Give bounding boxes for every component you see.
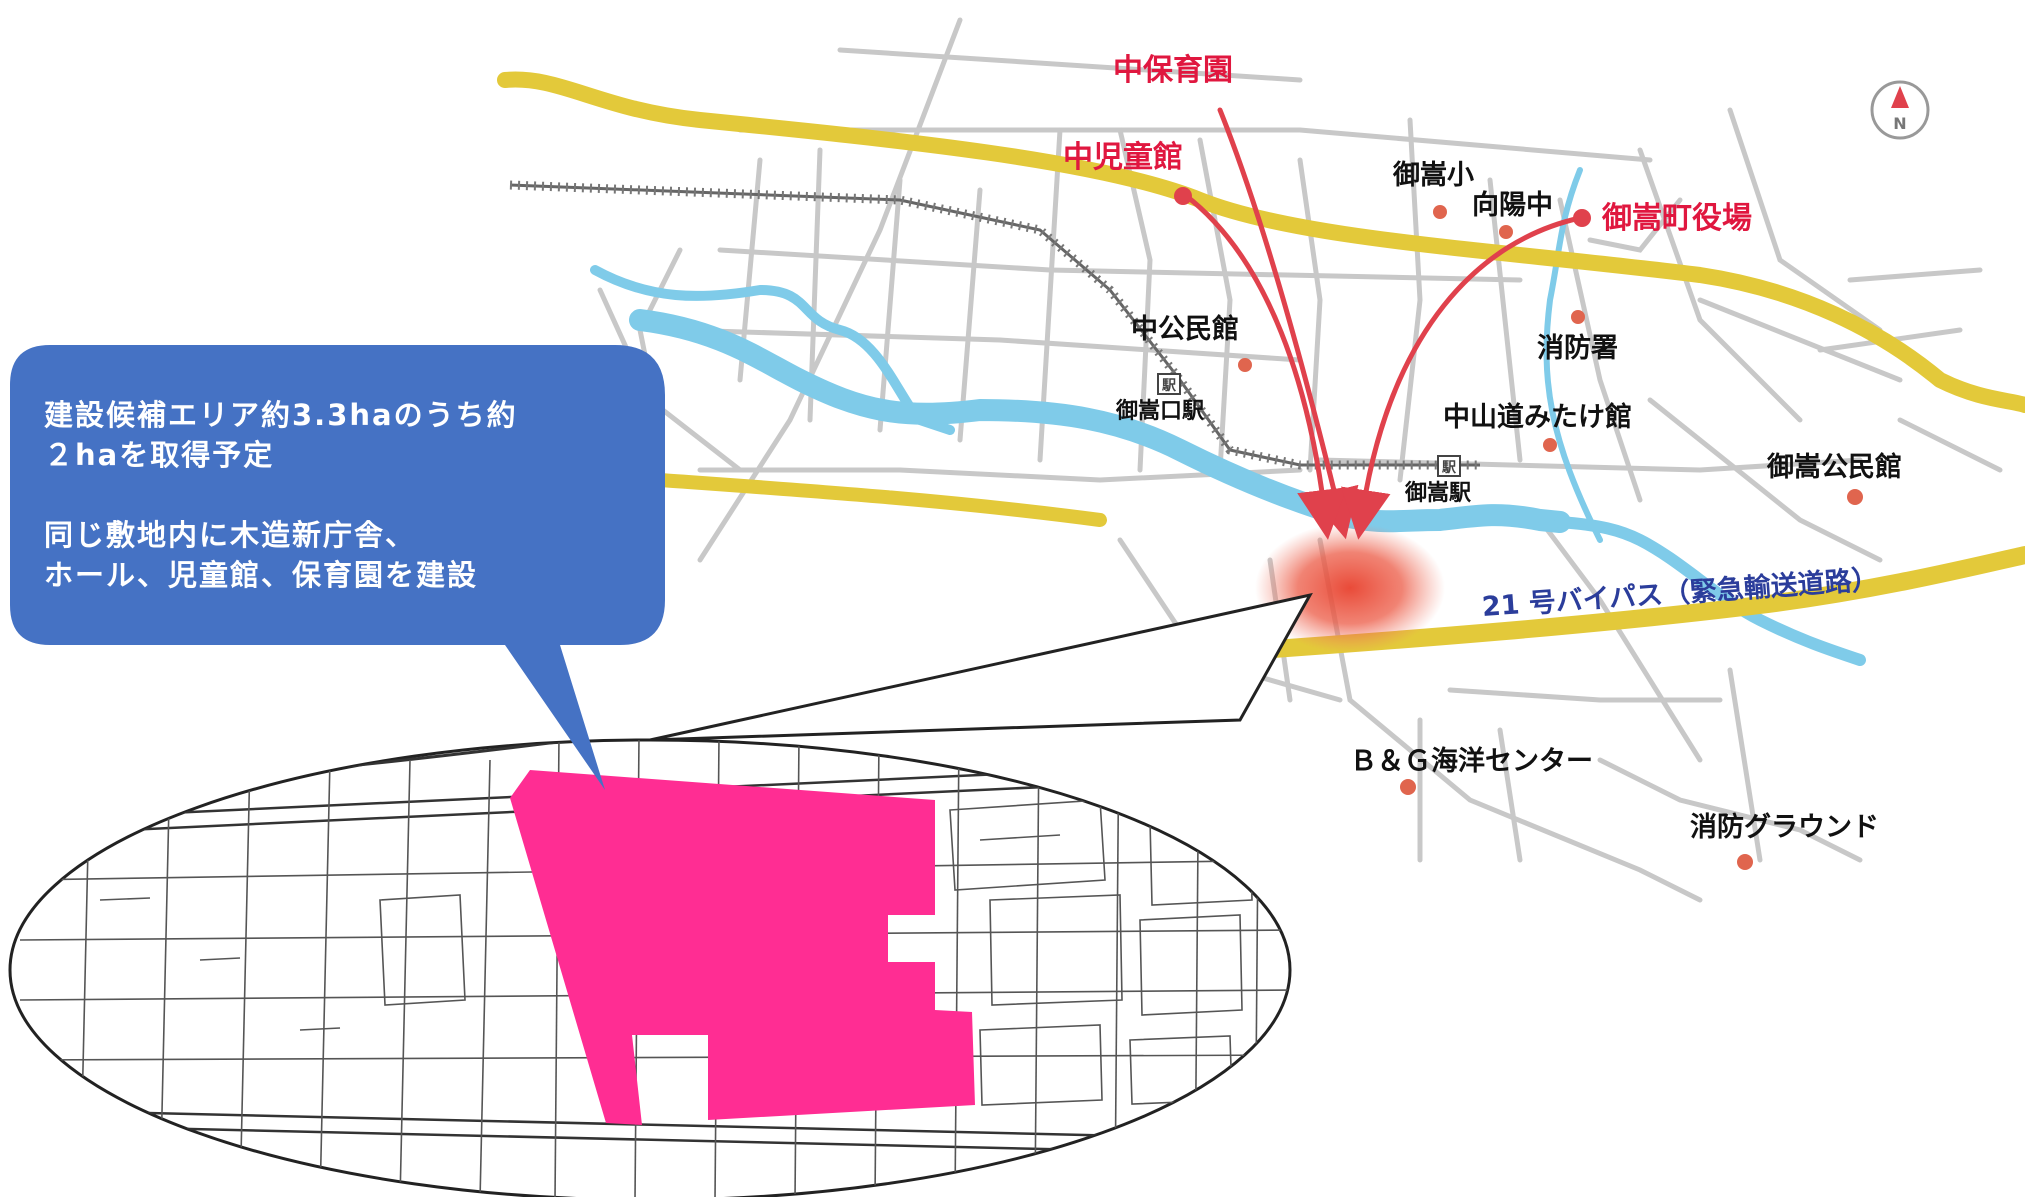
callout-text: 建設候補エリア約3.3haのうち約 ２haを取得予定 同じ敷地内に木造新庁舎、 … <box>44 395 644 595</box>
label-town-office: 御嵩町役場 <box>1602 201 1752 236</box>
poi-dot-bg-center <box>1400 779 1416 795</box>
station-icon-mitake: 駅 <box>1437 455 1461 477</box>
label-naka-community-hall: 中公民館 <box>1131 314 1239 345</box>
callout-paragraph-2: 同じ敷地内に木造新庁舎、 ホール、児童館、保育園を建設 <box>44 515 644 595</box>
callout-paragraph-1: 建設候補エリア約3.3haのうち約 ２haを取得予定 <box>44 395 644 475</box>
callout-line-3: 同じ敷地内に木造新庁舎、 <box>44 518 417 552</box>
north-arrow-icon: N <box>1870 80 1930 140</box>
label-nakasendo-mitake-hall: 中山道みたけ館 <box>1443 402 1632 433</box>
label-childrens-hall: 中児童館 <box>1063 140 1183 175</box>
svg-text:N: N <box>1893 114 1906 133</box>
label-bg-marine-center: Ｂ＆Ｇ海洋センター <box>1350 746 1593 777</box>
arrow-from-childrens-hall <box>1182 192 1347 540</box>
poi-dot-nakasendo-hall <box>1543 438 1557 452</box>
relocation-arrows <box>1182 107 1583 540</box>
callout-line-2: ２haを取得予定 <box>44 438 275 472</box>
poi-dot-mitake-community-hall <box>1847 489 1863 505</box>
label-mitake-station: 御嵩駅 <box>1405 481 1472 506</box>
label-nursery: 中保育園 <box>1113 53 1233 88</box>
rail-line <box>509 180 1480 470</box>
label-koyo-junior-high: 向陽中 <box>1472 190 1553 221</box>
poi-dot-mitake-elementary <box>1433 205 1447 219</box>
station-icon-mitakeguchi: 駅 <box>1157 373 1181 395</box>
label-mitake-community-hall: 御嵩公民館 <box>1767 452 1902 483</box>
svg-text:駅: 駅 <box>1162 378 1177 394</box>
arrow-from-town-office <box>1341 215 1583 540</box>
poi-dot-childrens-hall <box>1174 187 1192 205</box>
poi-dot-community-hall <box>1238 358 1252 372</box>
poi-dot-fire-ground <box>1737 854 1753 870</box>
svg-text:駅: 駅 <box>1442 460 1457 476</box>
poi-dot-town-office <box>1573 209 1591 227</box>
callout-bubble <box>10 345 665 790</box>
target-site-glow <box>1255 523 1445 653</box>
callout-line-1: 建設候補エリア約3.3haのうち約 <box>44 398 518 432</box>
label-mitakeguchi-station: 御嵩口駅 <box>1116 399 1205 424</box>
acquisition-site <box>510 770 975 1125</box>
label-fire-station: 消防署 <box>1537 333 1618 364</box>
poi-dot-koyo-jh <box>1499 225 1513 239</box>
callout-line-4: ホール、児童館、保育園を建設 <box>44 558 479 592</box>
inset-map <box>8 592 1313 1197</box>
river <box>590 167 1866 666</box>
arrow-from-nursery <box>1217 107 1359 540</box>
poi-dot-fire-station <box>1571 310 1585 324</box>
label-mitake-elementary: 御嵩小 <box>1393 160 1474 191</box>
poi-markers <box>1174 187 1863 870</box>
label-fire-ground: 消防グラウンド <box>1690 812 1879 843</box>
